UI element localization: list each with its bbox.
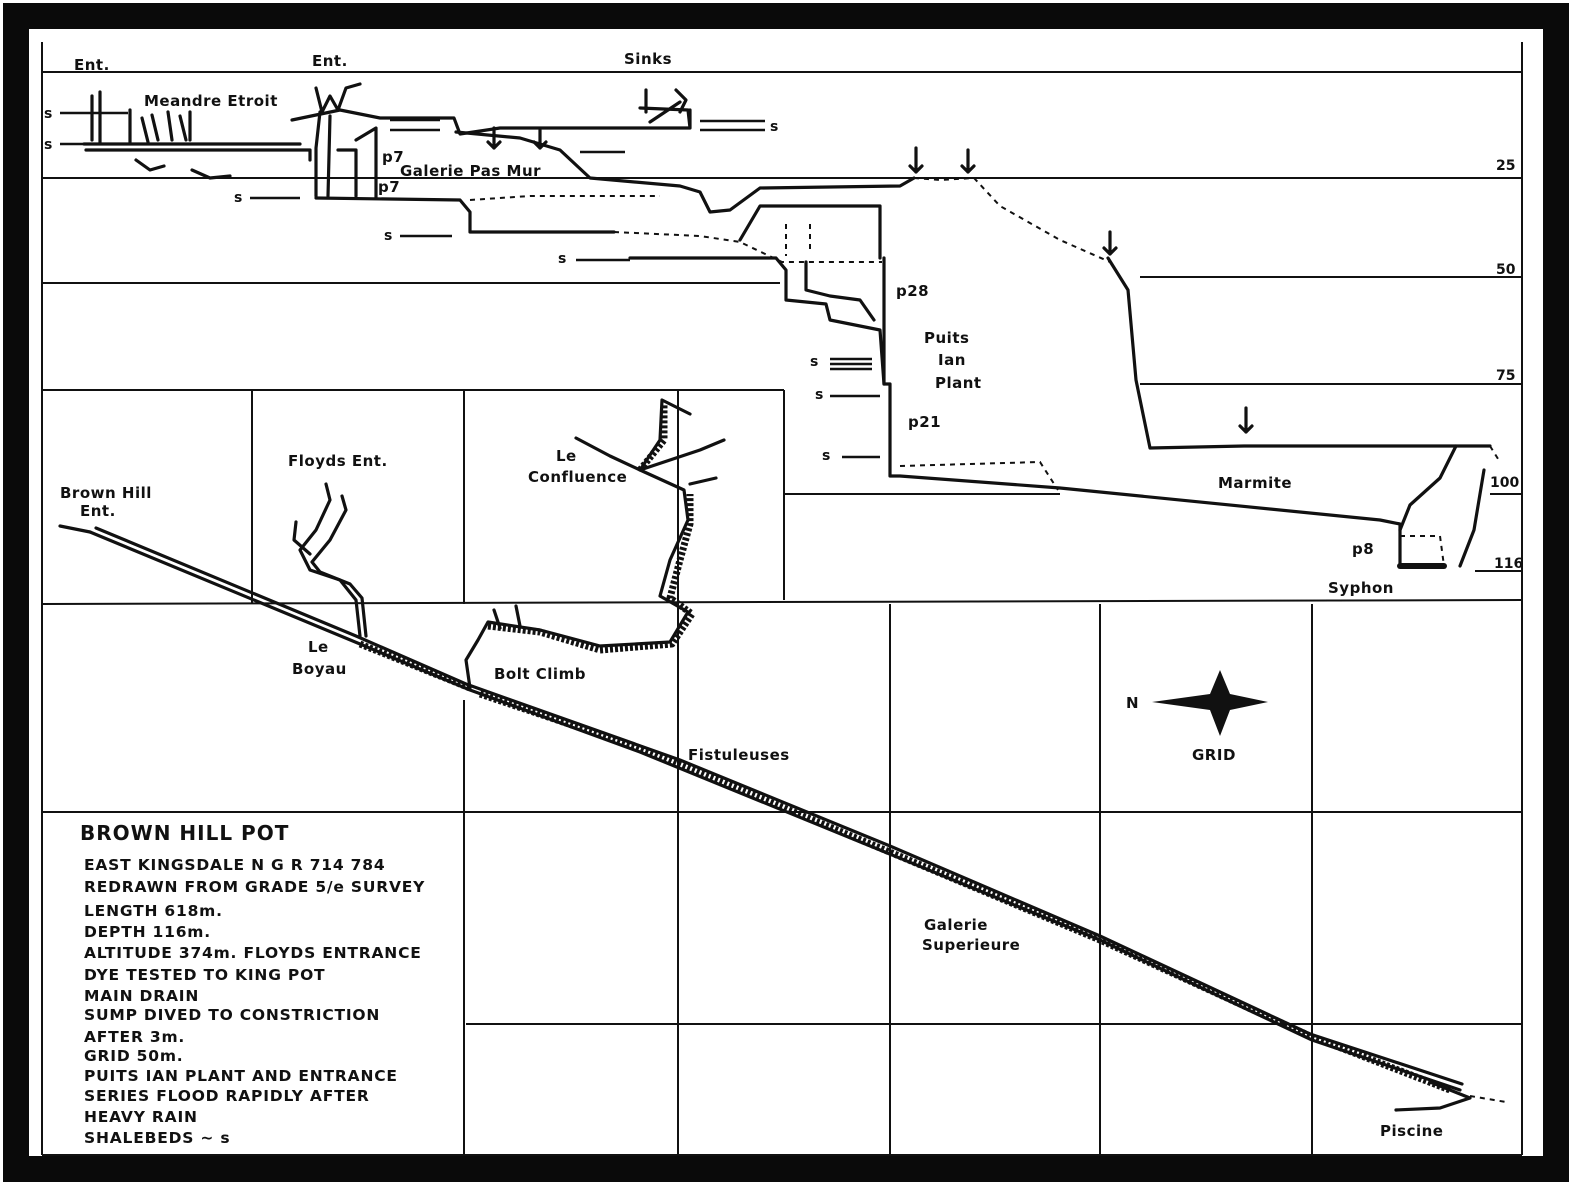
- note-line: ALTITUDE 374m. FLOYDS ENTRANCE: [84, 944, 422, 962]
- shale-label: s: [44, 137, 52, 153]
- depth-label: 116: [1494, 556, 1523, 572]
- note-line: REDRAWN FROM GRADE 5/e SURVEY: [84, 878, 425, 896]
- note-line: HEAVY RAIN: [84, 1108, 198, 1126]
- galerie-superieure-label: Galerie: [924, 916, 988, 934]
- puits-ian-plant-label: Ian: [938, 351, 966, 369]
- depth-label: 75: [1496, 368, 1515, 384]
- pitch-label: p7: [378, 178, 400, 196]
- compass-star-icon: [1152, 670, 1268, 736]
- depth-label: 50: [1496, 262, 1516, 278]
- plan-grid: [41, 389, 1523, 1156]
- sinks-label: Sinks: [624, 50, 672, 68]
- piscine-label: Piscine: [1380, 1122, 1443, 1140]
- elevation-section: s s s s s s s s s: [41, 42, 1523, 1155]
- note-line: SUMP DIVED TO CONSTRICTION: [84, 1006, 380, 1024]
- shale-label: s: [384, 228, 392, 244]
- shale-label: s: [558, 251, 566, 267]
- pitch-label: p21: [908, 413, 941, 431]
- north-letter: N: [1126, 694, 1139, 712]
- note-line: PUITS IAN PLANT AND ENTRANCE: [84, 1067, 398, 1085]
- marmite-label: Marmite: [1218, 474, 1292, 492]
- elevation-entrance-label: Ent.: [312, 52, 348, 70]
- shale-label: s: [770, 119, 778, 135]
- puits-ian-plant-label: Plant: [935, 374, 982, 392]
- depth-label: 25: [1496, 158, 1515, 174]
- note-line: SERIES FLOOD RAPIDLY AFTER: [84, 1087, 370, 1105]
- note-line: MAIN DRAIN: [84, 987, 199, 1005]
- note-line: EAST KINGSDALE N G R 714 784: [84, 856, 385, 874]
- note-line: AFTER 3m.: [84, 1028, 185, 1046]
- floyds-entrance-label: Floyds Ent.: [288, 452, 388, 470]
- shale-label: s: [810, 354, 818, 370]
- galerie-pas-mur-label: Galerie Pas Mur: [400, 162, 541, 180]
- map-title: BROWN HILL POT: [80, 821, 289, 845]
- fistuleuses-label: Fistuleuses: [688, 746, 790, 764]
- brown-hill-entrance-label: Ent.: [80, 502, 116, 520]
- le-boyau-label: Le: [308, 638, 329, 656]
- note-line: DEPTH 116m.: [84, 923, 211, 941]
- syphon-label: Syphon: [1328, 579, 1394, 597]
- north-arrow: N GRID: [1126, 670, 1268, 764]
- puits-ian-plant-label: Puits: [924, 329, 969, 347]
- pitch-label: p7: [382, 148, 404, 166]
- shale-label: s: [44, 106, 52, 122]
- galerie-superieure-label: Superieure: [922, 936, 1020, 954]
- title-block: BROWN HILL POT EAST KINGSDALE N G R 714 …: [80, 821, 425, 1147]
- elevation-passages: [82, 82, 1501, 569]
- note-line: GRID 50m.: [84, 1047, 184, 1065]
- le-confluence-label: Le: [556, 447, 577, 465]
- pitch-label: p28: [896, 282, 929, 300]
- le-confluence-label: Confluence: [528, 468, 627, 486]
- note-line: SHALEBEDS ~ s: [84, 1129, 230, 1147]
- depth-label: 100: [1490, 475, 1519, 491]
- le-boyau-label: Boyau: [292, 660, 347, 678]
- grid-caption: GRID: [1192, 746, 1236, 764]
- shalebed-markers: s s s s s s s s s: [44, 106, 880, 464]
- note-line: LENGTH 618m.: [84, 902, 223, 920]
- plan-passages: [58, 398, 1507, 1112]
- shale-label: s: [234, 190, 242, 206]
- bolt-climb-label: Bolt Climb: [494, 665, 586, 683]
- map-border: [3, 3, 1569, 1182]
- shale-label: s: [815, 387, 823, 403]
- brown-hill-entrance-label: Brown Hill: [60, 484, 152, 502]
- pitch-label: p8: [1352, 540, 1374, 558]
- elevation-entrance-label: Ent.: [74, 56, 110, 74]
- note-line: DYE TESTED TO KING POT: [84, 966, 325, 984]
- meandre-etroit-label: Meandre Etroit: [144, 92, 278, 110]
- shale-label: s: [822, 448, 830, 464]
